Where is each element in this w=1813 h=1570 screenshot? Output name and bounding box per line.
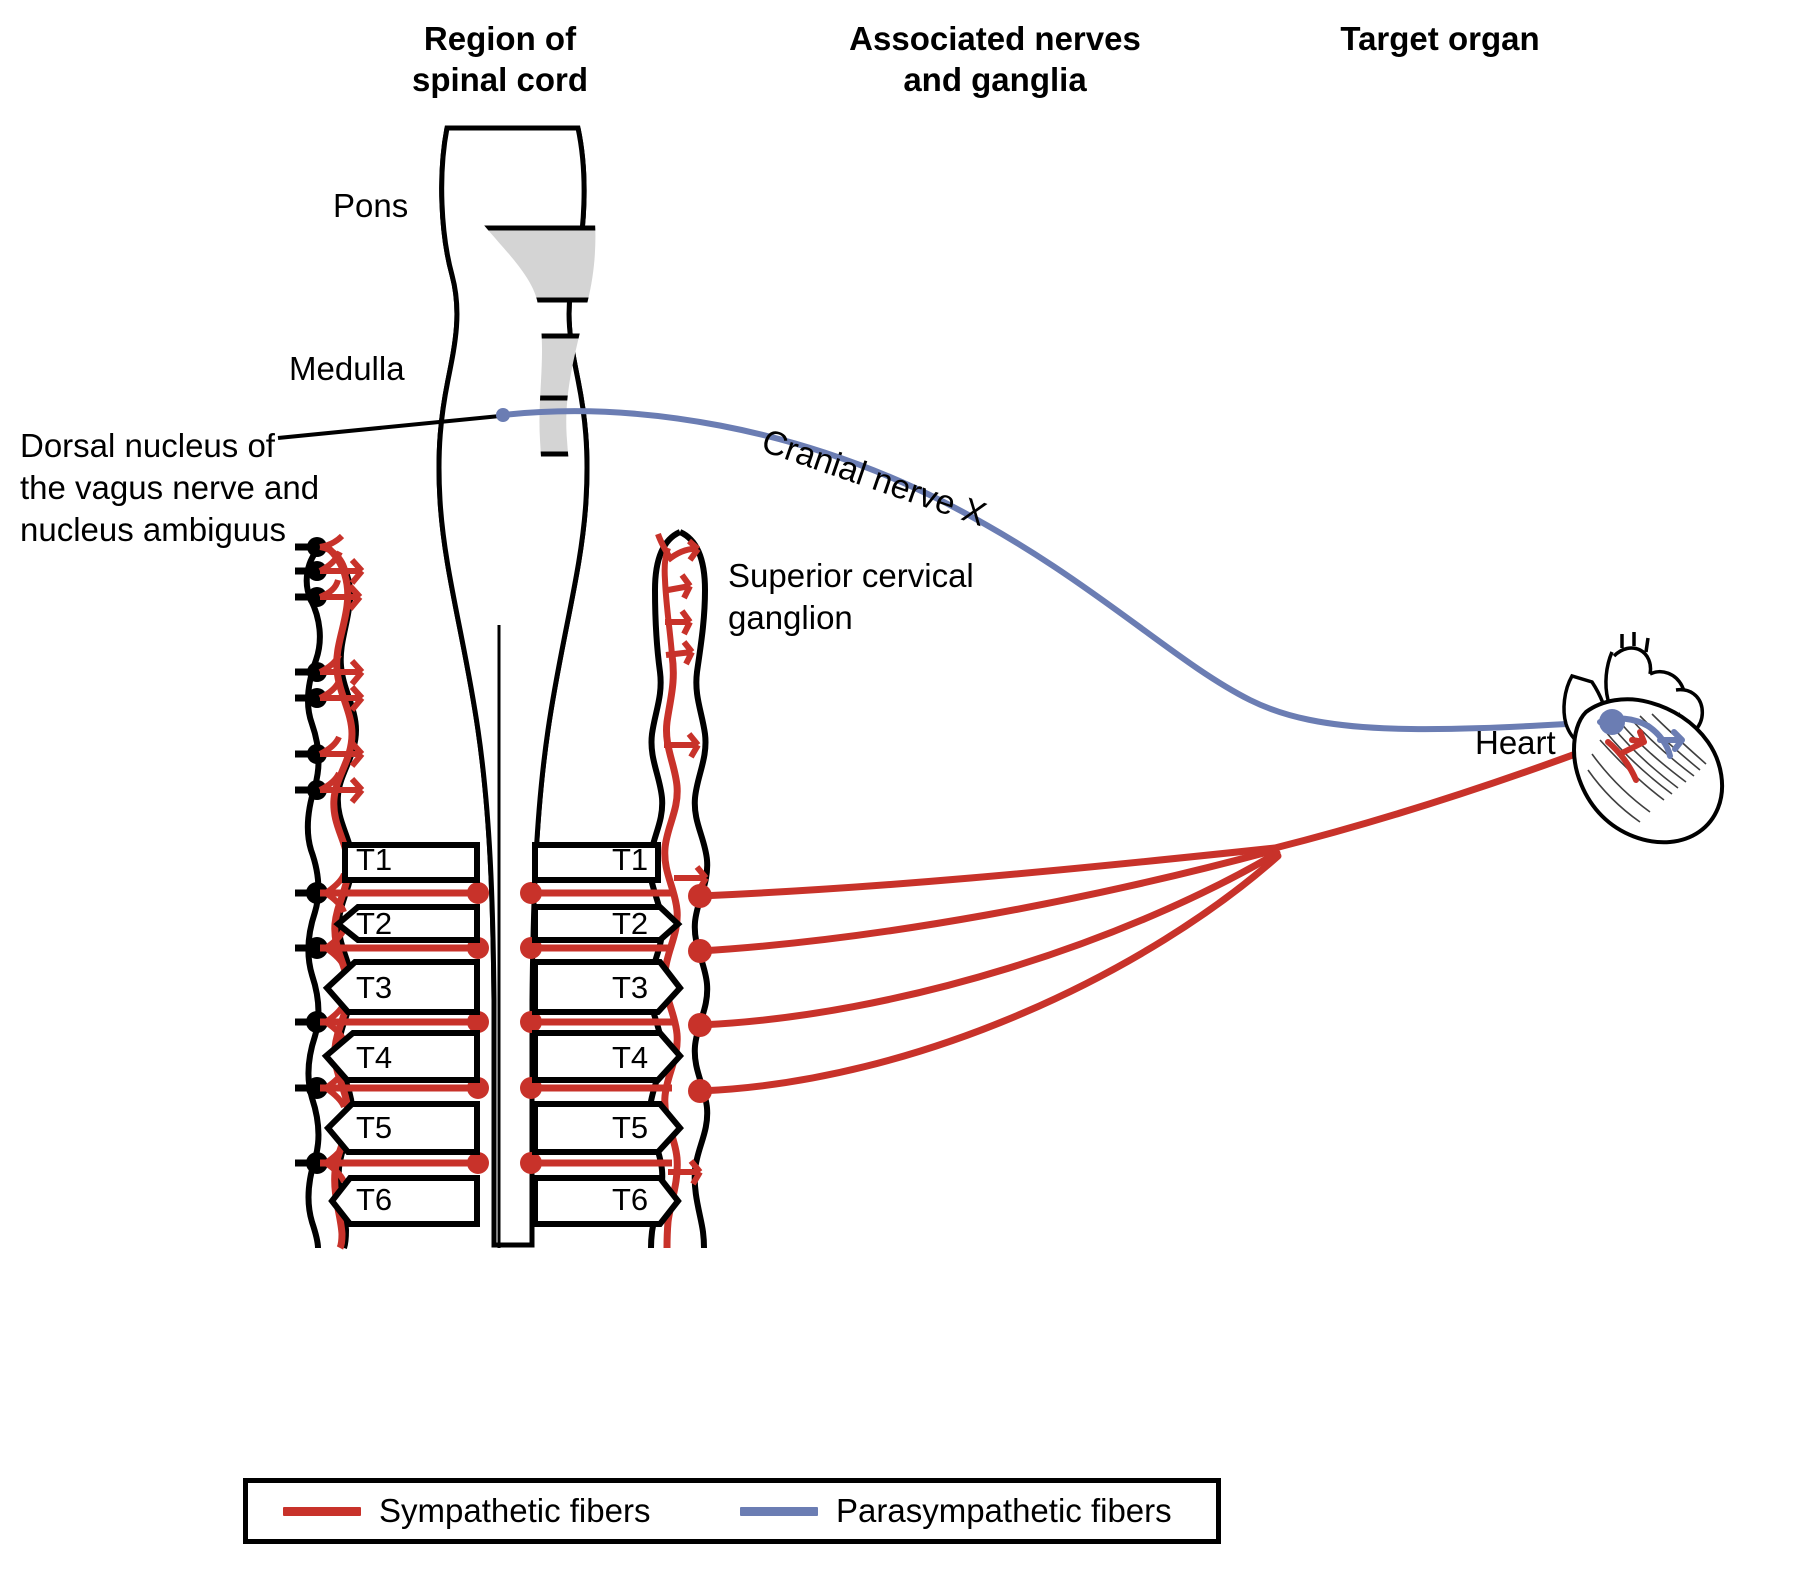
sympathetic-fiber-common-trunk [1271,738,1612,852]
column-header-region-of-spinal-cord: Region of spinal cord [411,20,589,99]
left-vertebral-bodies [321,842,480,1227]
right-chain-branch-lower [668,1159,703,1186]
legend-item-sympathetic: Sympathetic fibers [283,1492,650,1530]
left-thoracic-roots [295,872,489,1184]
label-medulla: Medulla [289,350,405,387]
label-pons: Pons [333,187,409,224]
left-vertebra-T4 [321,1030,480,1083]
segment-label-left-T4: T4 [356,1040,393,1075]
left-vertebra-T6 [328,1175,480,1227]
right-thoracic-root-stubs [520,882,672,1174]
column-header-target-organ: Target organ [1340,20,1540,57]
dorsal-nucleus-leader-line [277,414,501,440]
left-vertebra-T3 [322,959,480,1015]
superior-cervical-ganglion-plexus [655,533,701,666]
sympathetic-fiber-T4 [696,852,1282,1095]
segment-label-right-T4: T4 [612,1040,649,1075]
legend-swatch-parasympathetic-line-icon [740,1506,818,1516]
legend-label-sympathetic: Sympathetic fibers [379,1492,651,1529]
column-header-associated-nerves-and-ganglia: Associated nerves and ganglia [849,20,1141,99]
segment-label-right-T5: T5 [612,1110,649,1145]
parasympathetic-vagus-fiber [500,408,1603,733]
segment-label-right-T1: T1 [612,842,649,877]
left-vertebra-T5 [323,1101,480,1155]
segment-label-left-T1: T1 [356,842,393,877]
segment-label-right-T6: T6 [612,1182,649,1217]
right-vertebra-T5 [532,1101,684,1155]
label-heart: Heart [1475,724,1556,761]
segment-label-left-T6: T6 [356,1182,393,1217]
legend: Sympathetic fibers Parasympathetic fiber… [243,1478,1221,1544]
right-vertebral-bodies [532,842,685,1227]
legend-swatch-sympathetic-line-icon [283,1506,361,1516]
legend-label-parasympathetic: Parasympathetic fibers [836,1492,1172,1529]
vagus-origin-dot [496,408,510,422]
right-vertebra-T3 [532,959,684,1015]
left-vertebra-T1 [342,842,480,883]
sympathetic-fiber-T2 [696,846,1279,955]
segment-label-right-T3: T3 [612,970,649,1005]
sympathetic-fiber-T1 [696,844,1279,900]
heart-illustration [1562,632,1725,845]
legend-item-parasympathetic: Parasympathetic fibers [740,1492,1172,1530]
segment-label-right-T2: T2 [612,906,649,941]
right-vertebra-T6 [532,1175,682,1227]
right-chain-branch-mid [664,732,701,759]
segment-label-left-T5: T5 [356,1110,393,1145]
left-preganglionic-roots [295,533,365,804]
segment-label-left-T3: T3 [356,970,393,1005]
left-vertebra-T2 [333,904,480,943]
right-vertebra-T2 [532,904,683,943]
right-vertebra-T1 [532,842,661,883]
segment-label-left-T2: T2 [356,906,393,941]
right-vertebra-T4 [532,1030,685,1083]
label-superior-cervical-ganglion: Superior cervical ganglion [728,557,974,636]
left-sympathetic-chain [295,533,489,1250]
label-dorsal-nucleus-of-vagus-nerve: Dorsal nucleus of the vagus nerve and nu… [20,427,320,548]
sympathetic-fibers-to-heart [696,738,1612,1095]
sympathetic-fiber-T3 [696,849,1281,1029]
